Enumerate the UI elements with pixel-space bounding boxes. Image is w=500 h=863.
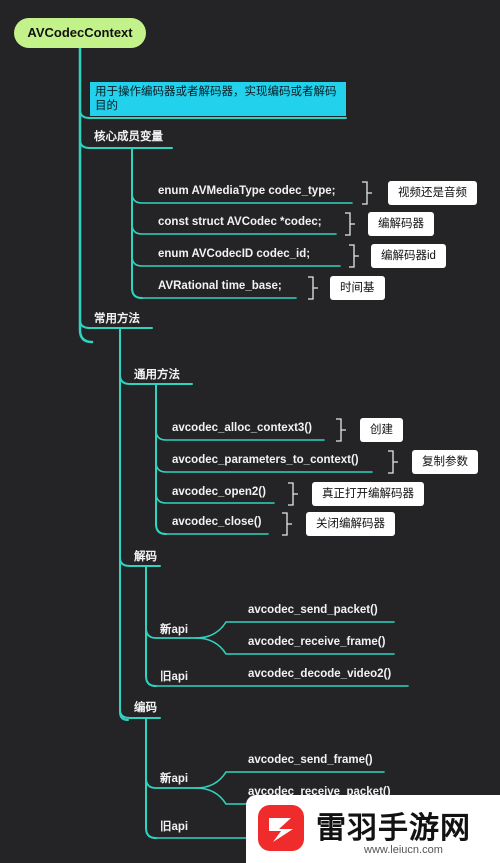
- decode-receive-frame[interactable]: avcodec_receive_frame(): [248, 636, 386, 648]
- connector-line-2: [79, 139, 173, 149]
- connector-line-26: [195, 787, 401, 805]
- root-node[interactable]: AVCodecContext: [14, 18, 146, 48]
- connector-line-12: [119, 709, 161, 719]
- encode-old-api-node[interactable]: 旧api: [160, 821, 189, 833]
- decode-video2[interactable]: avcodec_decode_video2(): [248, 668, 392, 680]
- connector-line-3: [79, 319, 153, 329]
- connector-line-18: [145, 565, 157, 687]
- note-alloc-context: 创建: [360, 418, 403, 442]
- bracket-33: [388, 450, 398, 474]
- note-close: 关闭编解码器: [306, 512, 395, 536]
- note-open2: 真正打开编解码器: [312, 482, 424, 506]
- connector-line-23: [145, 717, 157, 839]
- bracket-32: [336, 418, 346, 442]
- bracket-34: [288, 482, 298, 506]
- method-parameters-to-context[interactable]: avcodec_parameters_to_context(): [172, 454, 359, 466]
- connector-line-0: [78, 46, 94, 344]
- bracket-30: [349, 244, 359, 268]
- bracket-28: [362, 181, 372, 205]
- connector-line-7: [131, 255, 341, 267]
- connector-line-13: [155, 383, 167, 535]
- connector-line-17: [155, 523, 269, 535]
- methods-node[interactable]: 常用方法: [94, 313, 140, 325]
- decode-send-packet[interactable]: avcodec_send_packet(): [248, 604, 378, 616]
- note-codec-type: 视频还是音频: [388, 181, 477, 205]
- connector-line-5: [131, 192, 353, 204]
- method-close[interactable]: avcodec_close(): [172, 516, 262, 528]
- method-open2[interactable]: avcodec_open2(): [172, 486, 266, 498]
- connector-line-19: [145, 627, 197, 639]
- encode-send-frame[interactable]: avcodec_send_frame(): [248, 754, 373, 766]
- decode-new-api-node[interactable]: 新api: [160, 624, 189, 636]
- note-codec-id: 编解码器id: [371, 244, 446, 268]
- watermark-url: www.leiucn.com: [364, 844, 443, 856]
- connector-line-9: [119, 327, 129, 721]
- connector-line-6: [131, 223, 337, 235]
- note-time-base: 时间基: [330, 276, 385, 300]
- connector-line-15: [155, 461, 373, 473]
- note-codec: 编解码器: [368, 212, 434, 236]
- bracket-35: [282, 512, 292, 536]
- connector-line-14: [155, 429, 325, 441]
- connector-line-4: [131, 147, 143, 299]
- member-time-base[interactable]: AVRational time_base;: [158, 280, 282, 292]
- connector-line-24: [145, 777, 197, 789]
- bracket-31: [308, 276, 318, 300]
- decode-node[interactable]: 解码: [134, 551, 157, 563]
- member-codec-type[interactable]: enum AVMediaType codec_type;: [158, 185, 336, 197]
- connector-line-16: [155, 492, 275, 504]
- connector-line-21: [195, 637, 395, 655]
- bracket-29: [345, 212, 355, 236]
- note-parameters-to-context: 复制参数: [412, 450, 478, 474]
- watermark-title: 雷羽手游网: [316, 811, 471, 846]
- description-node: 用于操作编码器或者解码器，实现编码或者解码目的: [90, 82, 346, 116]
- core-members-node[interactable]: 核心成员变量: [94, 131, 163, 143]
- method-alloc-context[interactable]: avcodec_alloc_context3(): [172, 422, 312, 434]
- member-codec[interactable]: const struct AVCodec *codec;: [158, 216, 322, 228]
- encode-new-api-node[interactable]: 新api: [160, 773, 189, 785]
- connector-line-11: [119, 557, 161, 567]
- general-methods-node[interactable]: 通用方法: [134, 369, 180, 381]
- connector-line-1: [79, 109, 347, 119]
- encode-node[interactable]: 编码: [134, 702, 157, 714]
- decode-old-api-node[interactable]: 旧api: [160, 671, 189, 683]
- connector-line-8: [131, 287, 297, 299]
- member-codec-id[interactable]: enum AVCodecID codec_id;: [158, 248, 311, 260]
- watermark-logo-icon: [258, 805, 304, 851]
- connector-line-10: [119, 374, 193, 385]
- watermark-banner: 雷羽手游网 www.leiucn.com: [246, 795, 500, 863]
